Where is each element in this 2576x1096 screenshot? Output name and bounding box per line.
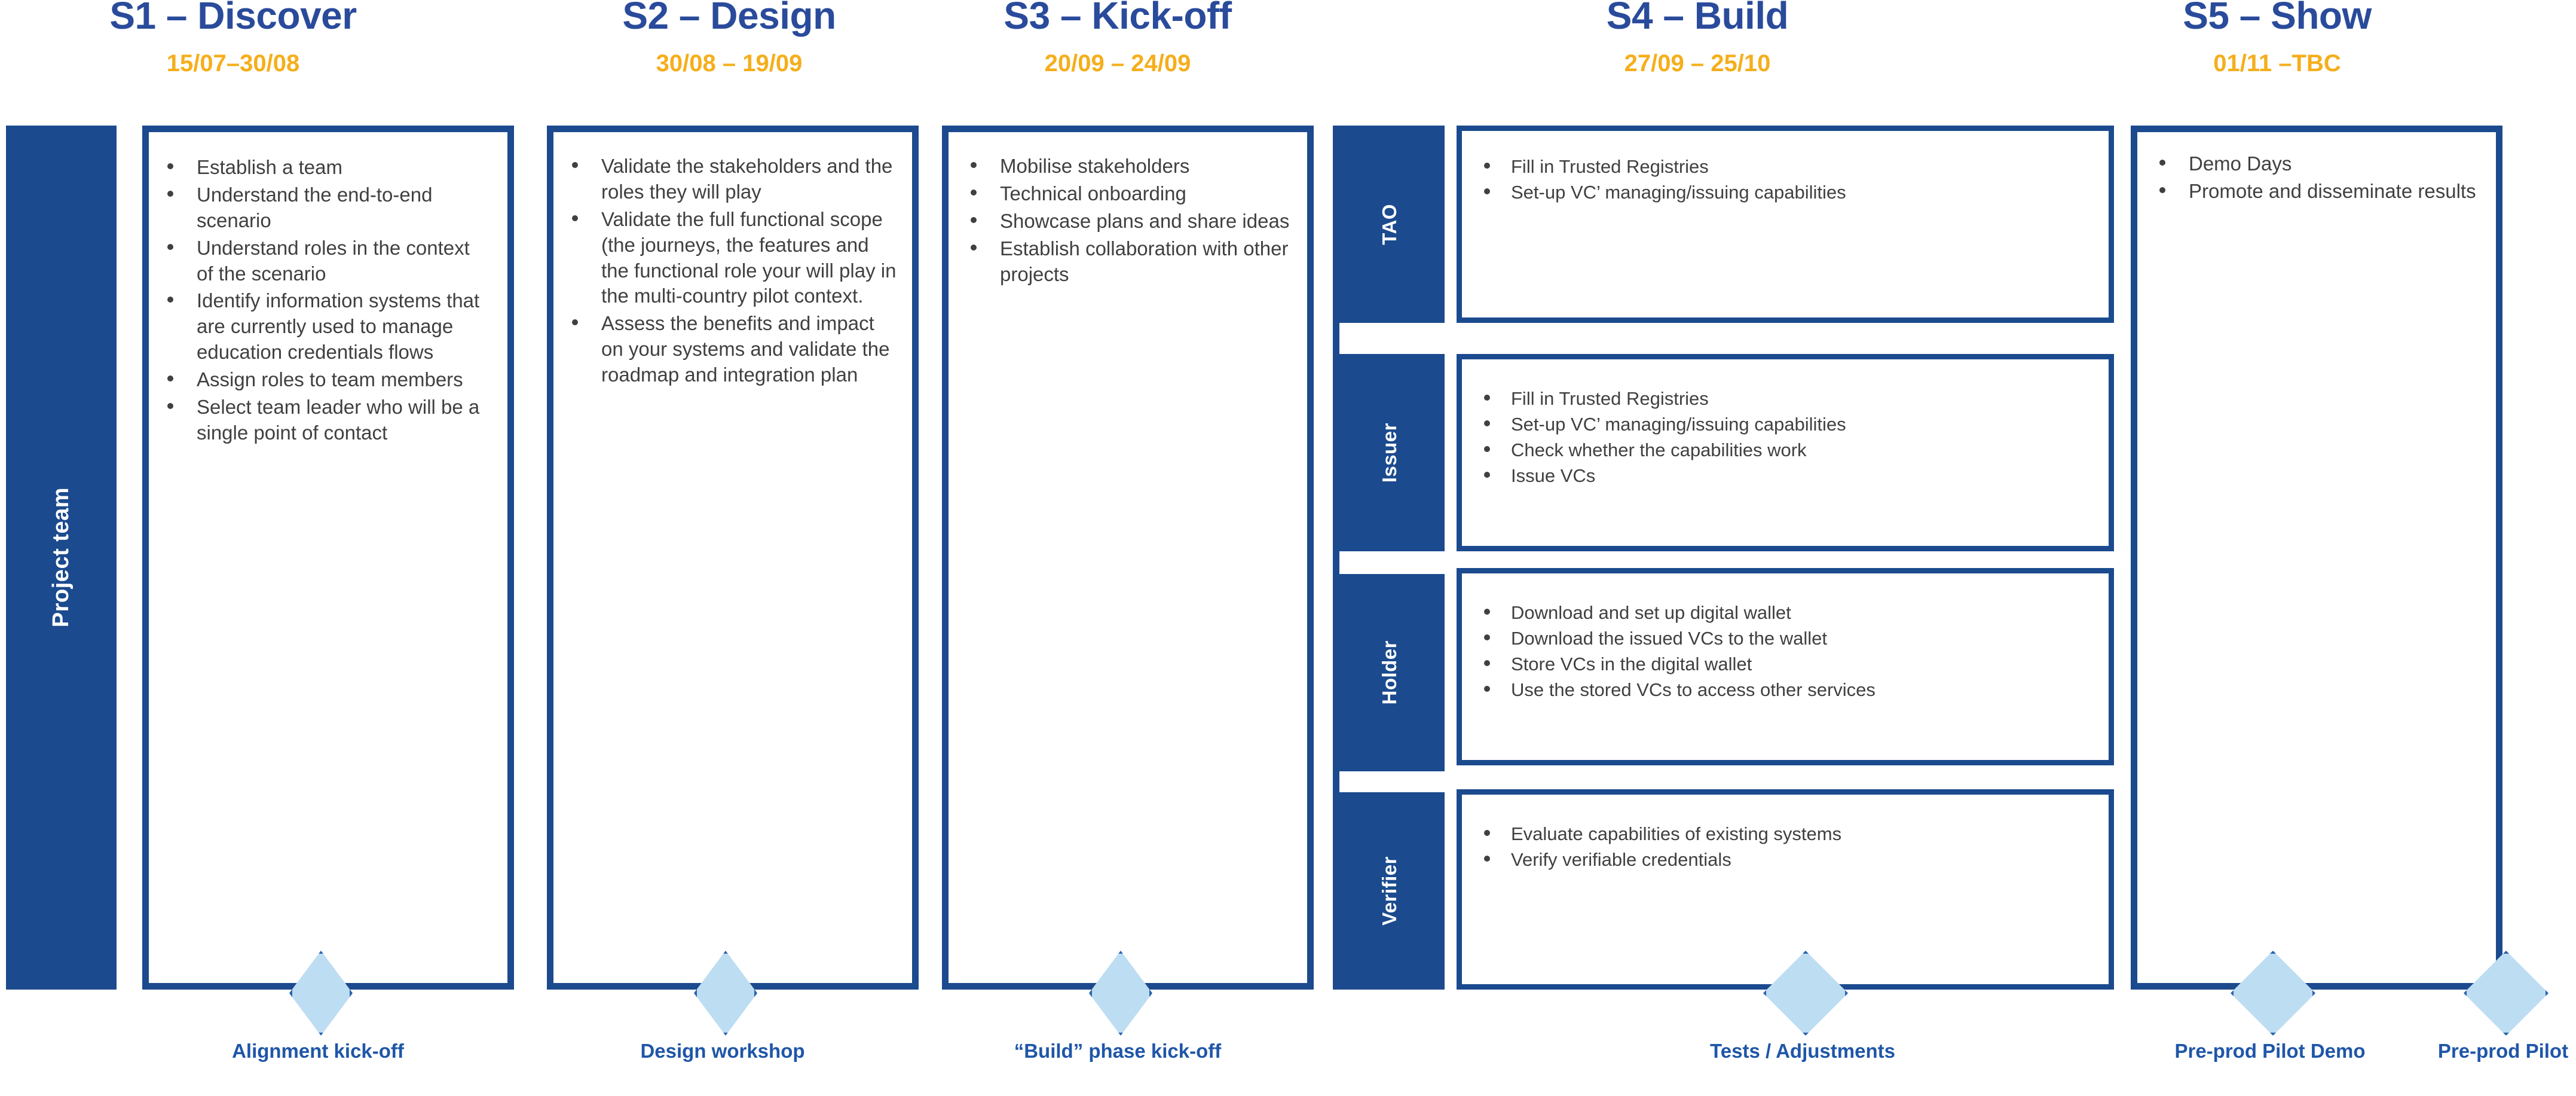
phase-title-s5: S5 – Show bbox=[2183, 0, 2372, 37]
list-item: Download and set up digital wallet bbox=[1476, 601, 2097, 625]
role-box-verifier: Evaluate capabilities of existing system… bbox=[1457, 789, 2114, 990]
milestone-label-alignment-kickoff: Alignment kick-off bbox=[232, 1040, 404, 1062]
list-item: Use the stored VCs to access other servi… bbox=[1476, 678, 2097, 703]
phase-bullets-s5: Demo Days Promote and disseminate result… bbox=[2152, 151, 2483, 204]
project-team-label: Project team bbox=[48, 487, 74, 628]
list-item: Validate the full functional scope (the … bbox=[564, 207, 899, 310]
list-item: Verify verifiable credentials bbox=[1476, 848, 2097, 872]
phase-box-s1: Establish a team Understand the end-to-e… bbox=[142, 126, 514, 990]
phase-dates-s5: 01/11 –TBC bbox=[2213, 50, 2341, 77]
phase-bullets-s3: Mobilise stakeholders Technical onboardi… bbox=[963, 154, 1294, 287]
list-item: Check whether the capabilities work bbox=[1476, 438, 2097, 463]
role-bullets-tao: Fill in Trusted Registries Set-up VC’ ma… bbox=[1476, 155, 2097, 205]
list-item: Set-up VC’ managing/issuing capabilities bbox=[1476, 413, 2097, 437]
role-tab-label: Holder bbox=[1378, 640, 1400, 705]
list-item: Validate the stakeholders and the roles … bbox=[564, 154, 899, 205]
phase-header-s5: S5 – Show 01/11 –TBC bbox=[2092, 0, 2462, 75]
role-tab-issuer: Issuer bbox=[1334, 354, 1445, 551]
project-team-swimlane: Project team bbox=[6, 126, 117, 990]
role-box-holder: Download and set up digital wallet Downl… bbox=[1457, 568, 2114, 765]
list-item: Mobilise stakeholders bbox=[963, 154, 1294, 179]
phase-dates-s2: 30/08 – 19/09 bbox=[656, 50, 803, 77]
list-item: Demo Days bbox=[2152, 151, 2483, 177]
list-item: Understand roles in the context of the s… bbox=[160, 236, 491, 287]
phase-header-s1: S1 – Discover 15/07–30/08 bbox=[48, 0, 418, 75]
list-item: Set-up VC’ managing/issuing capabilities bbox=[1476, 181, 2097, 205]
phase-title-s4: S4 – Build bbox=[1606, 0, 1789, 37]
s4-left-rule bbox=[1333, 126, 1339, 990]
milestone-label-design-workshop: Design workshop bbox=[640, 1040, 805, 1062]
role-tab-label: Issuer bbox=[1378, 422, 1400, 483]
role-tab-label: TAO bbox=[1378, 203, 1400, 245]
list-item: Download the issued VCs to the wallet bbox=[1476, 627, 2097, 651]
phase-title-s2: S2 – Design bbox=[622, 0, 836, 37]
phase-bullets-s2: Validate the stakeholders and the roles … bbox=[564, 154, 899, 388]
phase-box-s5: Demo Days Promote and disseminate result… bbox=[2131, 126, 2502, 990]
list-item: Fill in Trusted Registries bbox=[1476, 155, 2097, 179]
list-item: Identify information systems that are cu… bbox=[160, 288, 491, 365]
phase-header-s3: S3 – Kick-off 20/09 – 24/09 bbox=[932, 0, 1303, 75]
list-item: Fill in Trusted Registries bbox=[1476, 387, 2097, 411]
role-tab-holder: Holder bbox=[1334, 574, 1445, 771]
list-item: Promote and disseminate results bbox=[2152, 179, 2483, 204]
phase-dates-s1: 15/07–30/08 bbox=[166, 50, 300, 77]
role-box-tao: Fill in Trusted Registries Set-up VC’ ma… bbox=[1457, 126, 2114, 323]
phase-title-s3: S3 – Kick-off bbox=[1004, 0, 1232, 37]
list-item: Assign roles to team members bbox=[160, 367, 491, 393]
phase-dates-s3: 20/09 – 24/09 bbox=[1044, 50, 1191, 77]
list-item: Technical onboarding bbox=[963, 181, 1294, 207]
role-tab-label: Verifier bbox=[1378, 856, 1400, 926]
phase-dates-s4: 27/09 – 25/10 bbox=[1624, 50, 1771, 77]
phase-header-s2: S2 – Design 30/08 – 19/09 bbox=[544, 0, 914, 75]
milestone-label-build-phase-kickoff: “Build” phase kick-off bbox=[1014, 1040, 1222, 1062]
milestone-label-tests-adjustments: Tests / Adjustments bbox=[1710, 1040, 1895, 1062]
list-item: Select team leader who will be a single … bbox=[160, 395, 491, 446]
list-item: Understand the end-to-end scenario bbox=[160, 182, 491, 234]
phase-bullets-s1: Establish a team Understand the end-to-e… bbox=[160, 155, 491, 446]
milestone-label-preprod-pilot-demo: Pre-prod Pilot Demo bbox=[2174, 1040, 2366, 1062]
milestone-label-preprod-pilot: Pre-prod Pilot bbox=[2437, 1040, 2569, 1062]
list-item: Issue VCs bbox=[1476, 464, 2097, 489]
role-bullets-issuer: Fill in Trusted Registries Set-up VC’ ma… bbox=[1476, 387, 2097, 489]
phase-header-s4: S4 – Build 27/09 – 25/10 bbox=[1512, 0, 1883, 75]
phase-box-s3: Mobilise stakeholders Technical onboardi… bbox=[942, 126, 1314, 990]
list-item: Showcase plans and share ideas bbox=[963, 209, 1294, 234]
phase-title-s1: S1 – Discover bbox=[109, 0, 357, 37]
role-bullets-holder: Download and set up digital wallet Downl… bbox=[1476, 601, 2097, 703]
list-item: Evaluate capabilities of existing system… bbox=[1476, 822, 2097, 847]
list-item: Store VCs in the digital wallet bbox=[1476, 652, 2097, 677]
role-tab-tao: TAO bbox=[1334, 126, 1445, 323]
role-bullets-verifier: Evaluate capabilities of existing system… bbox=[1476, 822, 2097, 872]
role-tab-verifier: Verifier bbox=[1334, 792, 1445, 990]
phase-box-s2: Validate the stakeholders and the roles … bbox=[547, 126, 919, 990]
list-item: Establish collaboration with other proje… bbox=[963, 236, 1294, 288]
list-item: Establish a team bbox=[160, 155, 491, 181]
role-box-issuer: Fill in Trusted Registries Set-up VC’ ma… bbox=[1457, 354, 2114, 551]
list-item: Assess the benefits and impact on your s… bbox=[564, 311, 899, 388]
